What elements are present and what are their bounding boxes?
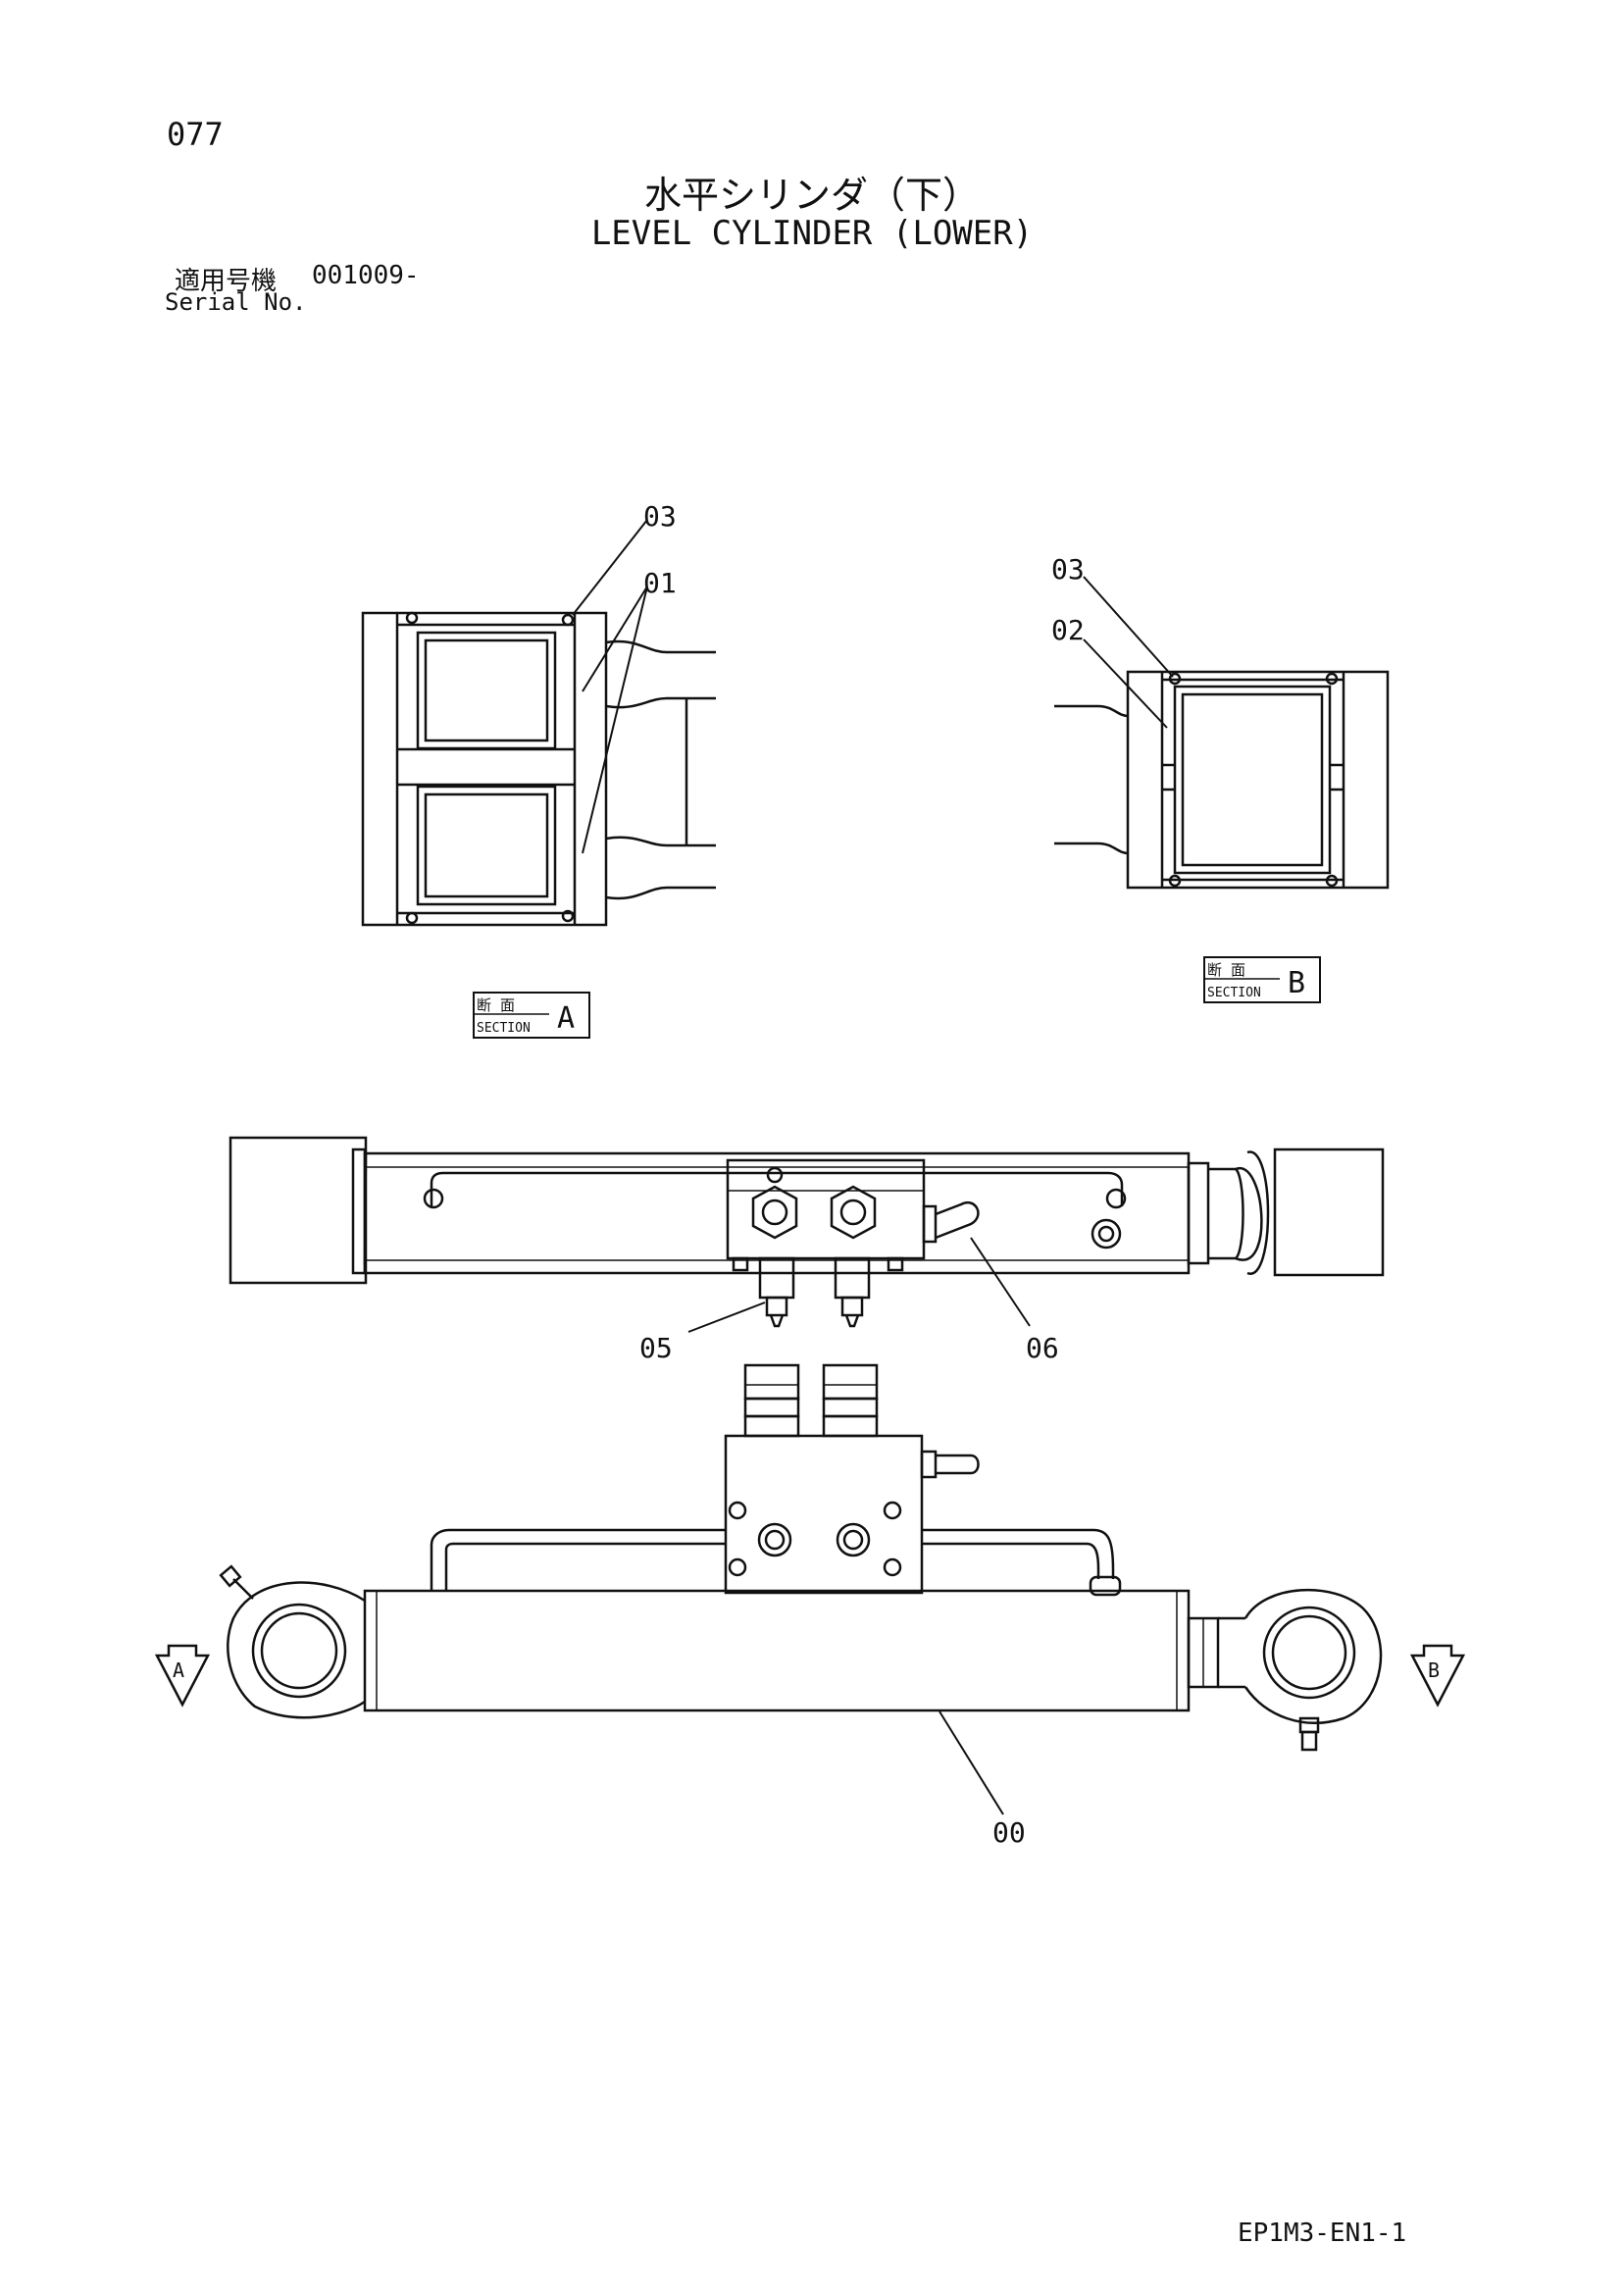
page-number: 077 (167, 116, 224, 153)
view-arrow-b (1409, 1644, 1466, 1708)
cylinder-side-view (219, 1363, 1383, 1815)
section-a-label-jp: 断 面 (477, 996, 515, 1014)
serial-label-english: Serial No. (165, 288, 307, 316)
callout-05: 05 (639, 1332, 673, 1364)
callout-03-b: 03 (1051, 553, 1085, 586)
section-a-label-box (473, 992, 590, 1039)
view-arrow-a-letter: A (173, 1658, 184, 1682)
section-b-label-box (1203, 956, 1321, 1003)
document-code: EP1M3-EN1-1 (1238, 2219, 1407, 2248)
callout-02: 02 (1051, 614, 1085, 646)
callout-01: 01 (643, 567, 677, 599)
section-b-letter: B (1288, 966, 1305, 1000)
title-english: LEVEL CYLINDER (LOWER) (590, 214, 1034, 253)
section-b-label-jp: 断 面 (1207, 961, 1245, 979)
title-japanese: 水平シリンダ（下） (643, 174, 980, 217)
section-a-view (361, 519, 716, 927)
view-arrow-a (154, 1644, 211, 1708)
callout-03-a: 03 (643, 500, 677, 533)
section-b-view (1054, 576, 1390, 890)
serial-value: 001009- (312, 261, 420, 290)
callout-06: 06 (1026, 1332, 1059, 1364)
section-a-label-en: SECTION (477, 1021, 531, 1036)
section-b-label-en: SECTION (1207, 986, 1261, 1000)
section-a-letter: A (557, 1001, 575, 1036)
callout-00: 00 (992, 1816, 1026, 1849)
cylinder-top-view (228, 1136, 1385, 1333)
view-arrow-b-letter: B (1428, 1658, 1440, 1682)
serial-label-japanese: 適用号機 (175, 267, 278, 296)
